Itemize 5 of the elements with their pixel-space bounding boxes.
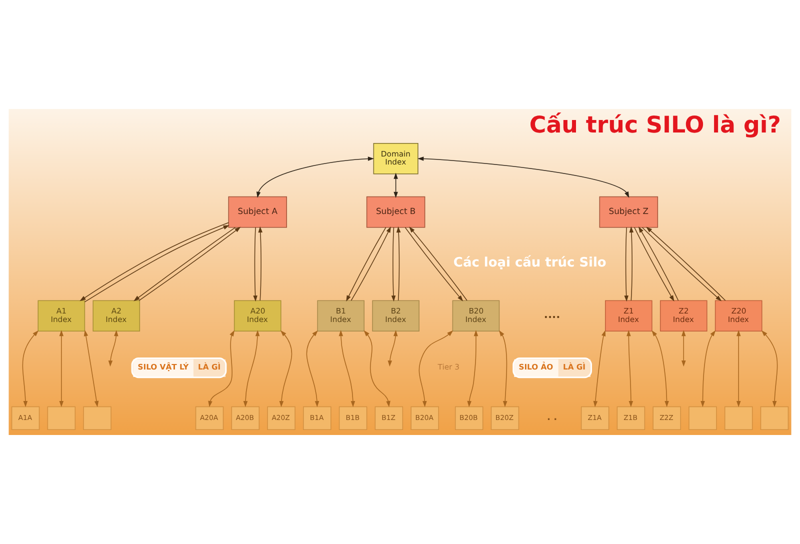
diagram-title: Cấu trúc SILO là gì? <box>529 112 781 139</box>
label: Các loại cấu trúc Silo <box>453 255 606 270</box>
label: .... <box>544 308 560 321</box>
label: . . <box>546 412 558 423</box>
label: Tier 3 <box>438 362 460 372</box>
